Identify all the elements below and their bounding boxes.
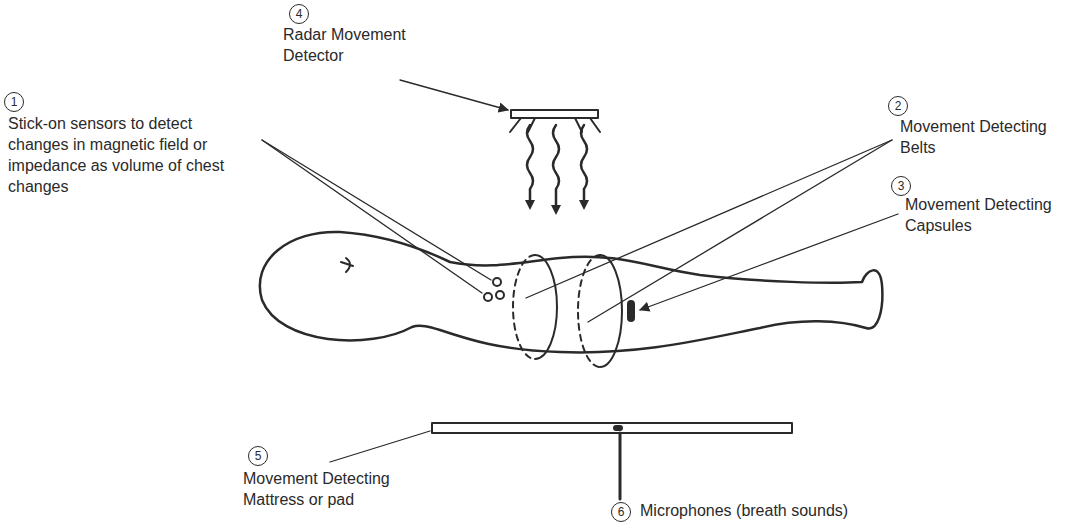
callout-number: 6 — [611, 502, 631, 522]
infant-outline — [260, 232, 883, 352]
part-label: Microphones (breath sounds) — [640, 500, 848, 521]
callout-number: 4 — [289, 4, 309, 24]
callout-number: 1 — [4, 92, 24, 112]
belt-front — [600, 255, 622, 367]
belt-front — [535, 255, 557, 359]
mattress — [432, 423, 792, 433]
capsule — [628, 301, 634, 321]
radar-unit — [511, 110, 598, 118]
callout-number: 3 — [891, 176, 911, 196]
radar-wave — [527, 125, 533, 205]
callout-number: 2 — [888, 96, 908, 116]
ear — [341, 258, 353, 272]
radar-wave — [553, 125, 559, 210]
microphone-lead — [619, 433, 622, 499]
radar-wave — [581, 125, 587, 205]
leader-line — [640, 214, 898, 310]
belt-back — [578, 255, 600, 367]
stick-on-sensor — [496, 291, 504, 299]
part-label: Movement Detecting Capsules — [905, 194, 1065, 236]
belt-back — [513, 255, 535, 359]
part-label: Movement Detecting Belts — [900, 116, 1050, 158]
leader-line — [330, 431, 430, 462]
part-label: Movement Detecting Mattress or pad — [243, 468, 433, 510]
microphone — [614, 426, 622, 430]
leader-line — [526, 140, 892, 298]
leader-line — [262, 140, 491, 280]
stick-on-sensor — [484, 293, 492, 301]
stick-on-sensor — [493, 278, 501, 286]
leader-line — [400, 80, 508, 110]
callout-number: 5 — [248, 446, 268, 466]
part-label: Radar Movement Detector — [283, 24, 433, 66]
part-label: Stick-on sensors to detect changes in ma… — [8, 113, 256, 197]
leader-line — [588, 140, 892, 322]
leader-line — [262, 140, 482, 293]
